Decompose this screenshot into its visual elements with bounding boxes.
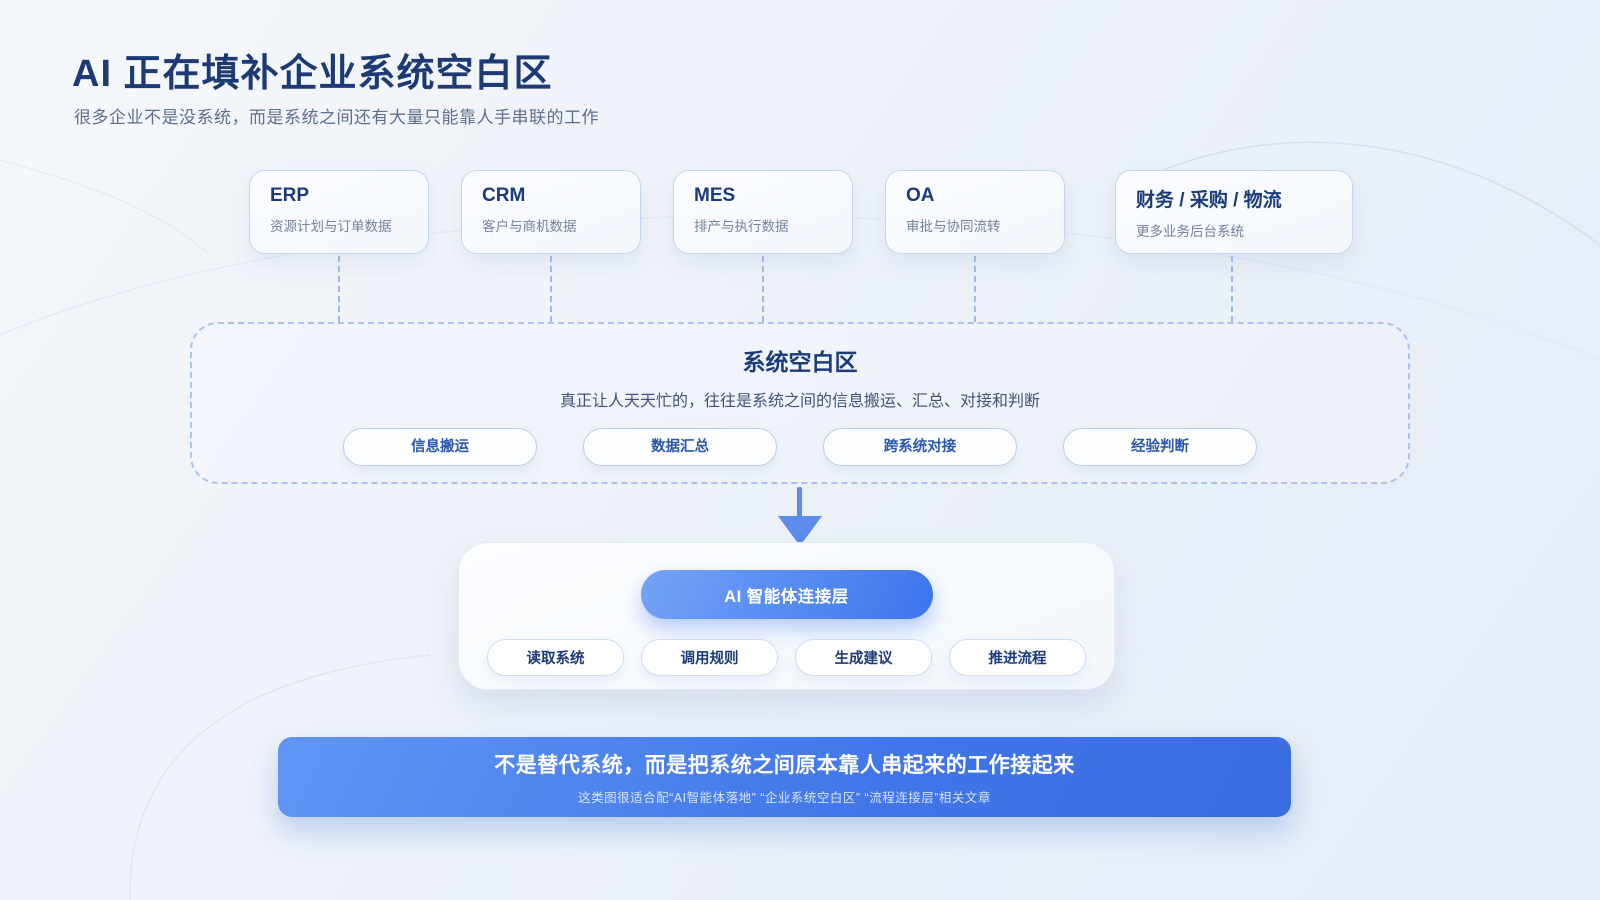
system-card-backoffice: 财务 / 采购 / 物流 更多业务后台系统 xyxy=(1115,170,1353,254)
system-desc: 审批与协同流转 xyxy=(906,219,1001,234)
system-card-mes: MES 排产与执行数据 xyxy=(673,170,853,254)
system-card-oa: OA 审批与协同流转 xyxy=(885,170,1065,254)
gap-zone-title: 系统空白区 xyxy=(742,349,858,375)
connector-line xyxy=(338,256,340,322)
down-arrow-icon xyxy=(778,516,822,546)
connector-line xyxy=(550,256,552,322)
ai-capability-read-systems: 读取系统 xyxy=(487,639,624,676)
page-subtitle: 很多企业不是没系统，而是系统之间还有大量只能靠人手串联的工作 xyxy=(74,108,599,127)
ai-layer-title-pill: AI 智能体连接层 xyxy=(640,570,933,619)
down-arrow-stem xyxy=(797,487,802,519)
system-desc: 资源计划与订单数据 xyxy=(270,219,392,234)
ai-layer-card: AI 智能体连接层 读取系统 调用规则 生成建议 推进流程 xyxy=(458,542,1115,690)
system-name: MES xyxy=(694,185,736,206)
conclusion-banner-title: 不是替代系统，而是把系统之间原本靠人串起来的工作接起来 xyxy=(494,753,1075,777)
ai-capability-generate-suggestions: 生成建议 xyxy=(795,639,932,676)
gap-zone-box: 系统空白区 真正让人天天忙的，往往是系统之间的信息搬运、汇总、对接和判断 信息搬… xyxy=(190,322,1410,484)
system-desc: 排产与执行数据 xyxy=(694,219,789,234)
connector-line xyxy=(974,256,976,322)
system-desc: 客户与商机数据 xyxy=(482,219,577,234)
ai-layer-capabilities: 读取系统 调用规则 生成建议 推进流程 xyxy=(487,639,1086,676)
connector-line xyxy=(1231,256,1233,322)
conclusion-banner-note: 这类图很适合配“AI智能体落地” “企业系统空白区” “流程连接层”相关文章 xyxy=(578,790,991,805)
gap-zone-subtitle: 真正让人天天忙的，往往是系统之间的信息搬运、汇总、对接和判断 xyxy=(559,393,1040,410)
system-card-erp: ERP 资源计划与订单数据 xyxy=(249,170,429,254)
gap-tag-info-transfer: 信息搬运 xyxy=(343,428,537,466)
page-title: AI 正在填补企业系统空白区 xyxy=(72,53,553,95)
system-name: OA xyxy=(906,185,935,206)
system-name: ERP xyxy=(270,185,310,206)
gap-tag-cross-system: 跨系统对接 xyxy=(823,428,1017,466)
system-desc: 更多业务后台系统 xyxy=(1136,224,1244,239)
system-name: CRM xyxy=(482,185,526,206)
ai-capability-call-rules: 调用规则 xyxy=(641,639,778,676)
conclusion-banner: 不是替代系统，而是把系统之间原本靠人串起来的工作接起来 这类图很适合配“AI智能… xyxy=(278,737,1291,817)
gap-tag-data-summary: 数据汇总 xyxy=(583,428,777,466)
gap-tag-judgement: 经验判断 xyxy=(1063,428,1257,466)
system-name: 财务 / 采购 / 物流 xyxy=(1136,190,1282,211)
connector-line xyxy=(762,256,764,322)
gap-zone-tags: 信息搬运 数据汇总 跨系统对接 经验判断 xyxy=(192,428,1408,466)
ai-capability-advance-process: 推进流程 xyxy=(949,639,1086,676)
system-card-crm: CRM 客户与商机数据 xyxy=(461,170,641,254)
